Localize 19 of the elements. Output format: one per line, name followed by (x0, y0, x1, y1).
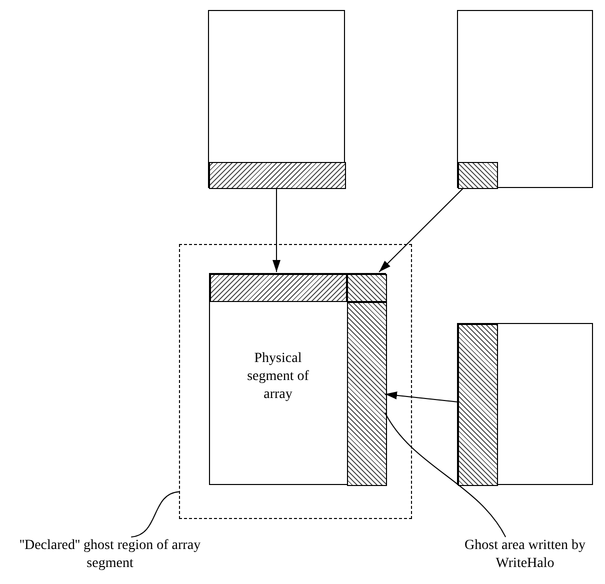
hatched-strip (458, 324, 498, 486)
segment-label: Physical segment of array (246, 350, 310, 404)
hatched-strip (347, 302, 387, 486)
leader-line (384, 412, 506, 538)
caption-text: ''Declared'' ghost region of array segment (15, 537, 205, 577)
hatched-strip (210, 274, 347, 302)
hatched-corner (458, 162, 498, 189)
arrow (384, 391, 458, 402)
array-block (208, 10, 345, 188)
array-block (457, 323, 593, 485)
arrow (272, 188, 280, 272)
caption-text: Ghost area written by WriteHalo (455, 537, 595, 577)
hatched-corner (347, 274, 387, 302)
hatched-strip (209, 162, 346, 189)
arrow (378, 188, 464, 272)
segment-box (209, 273, 386, 485)
array-block (457, 10, 593, 188)
dashed-region (179, 244, 412, 519)
leader-line (130, 491, 180, 538)
